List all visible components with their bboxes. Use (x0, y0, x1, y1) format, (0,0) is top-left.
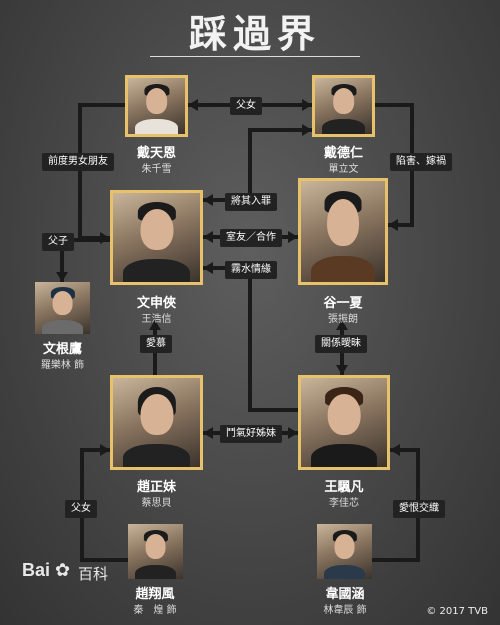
paw-icon: ✿ (55, 560, 71, 581)
name-wen-shen-xia: 文申俠 (136, 296, 176, 311)
photo-wang-piao-fan (298, 375, 390, 470)
actor-wei-guo-han: 林韋辰 飾 (323, 605, 367, 616)
copyright: © 2017 TVB (426, 606, 488, 617)
name-zhao-zheng-mei: 趙正妹 (136, 480, 176, 495)
name-zhao-xiang-feng: 趙翔風 (135, 587, 175, 602)
name-wei-guo-han: 韋國涵 (325, 587, 365, 602)
label-rival-sisters: 鬥氣好姊妹 (220, 425, 282, 443)
photo-dai-tian-en (125, 75, 188, 137)
name-gu-yi-xia: 谷一夏 (323, 296, 363, 311)
label-love-hate: 愛恨交織 (393, 500, 445, 518)
actor-dai-de-ren: 單立文 (328, 164, 359, 175)
name-dai-tian-en: 戴天恩 (136, 146, 176, 161)
photo-zhao-xiang-feng (128, 524, 183, 579)
label-framed: 將其入罪 (225, 193, 277, 211)
photo-wei-guo-han (317, 524, 372, 579)
title-underline (150, 56, 360, 57)
actor-dai-tian-en: 朱千雪 (141, 164, 172, 175)
actor-zhao-zheng-mei: 蔡思貝 (141, 498, 172, 509)
photo-wen-shen-xia (110, 190, 203, 285)
actor-wen-shen-xia: 王浩信 (141, 314, 172, 325)
line-framed (203, 128, 312, 202)
photo-dai-de-ren (312, 75, 375, 137)
name-dai-de-ren: 戴德仁 (323, 146, 363, 161)
line-fleeting (203, 266, 298, 412)
name-wen-gen-ying: 文根鷹 (42, 342, 82, 357)
label-ambiguous: 關係曖昧 (315, 335, 367, 353)
label-father-daughter-bottom: 父女 (65, 500, 97, 518)
baidu-logo: Bai (22, 560, 51, 580)
label-roommates: 室友／合作 (220, 229, 282, 247)
label-frame-harm: 陷害、嫁禍 (390, 153, 452, 171)
label-father-daughter-top: 父女 (230, 97, 262, 115)
label-admire: 愛慕 (140, 335, 172, 353)
baidu-logo-cn: 百科 (78, 565, 109, 583)
actor-wen-gen-ying: 羅樂林 飾 (40, 360, 85, 371)
photo-wen-gen-ying (35, 282, 90, 334)
drama-title: 踩過界 (188, 11, 321, 56)
label-fleeting-romance: 霧水情緣 (225, 261, 277, 279)
actor-gu-yi-xia: 張振朗 (328, 314, 358, 325)
photo-gu-yi-xia (298, 178, 388, 285)
actor-zhao-xiang-feng: 秦 煌 飾 (133, 605, 177, 616)
photo-zhao-zheng-mei (110, 375, 203, 470)
actor-wang-piao-fan: 李佳芯 (329, 498, 359, 509)
label-ex-partners: 前度男女朋友 (42, 153, 114, 171)
name-wang-piao-fan: 王颿凡 (324, 480, 364, 495)
label-father-son: 父子 (42, 233, 74, 251)
